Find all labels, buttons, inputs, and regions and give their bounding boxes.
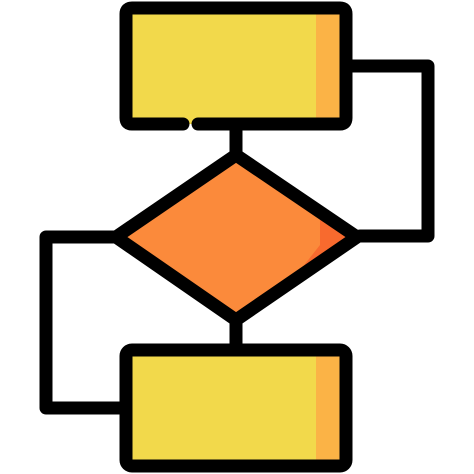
connector-right-loop [339,59,435,243]
process-box-bottom-outline [119,343,353,473]
connector-left-loop [39,230,133,415]
process-box-bottom [119,343,353,473]
process-box-top-fill [126,8,346,124]
decision-diamond [109,148,364,327]
process-box-bottom-fill [126,350,346,466]
decision-diamond-shade [236,212,357,320]
process-box-top-outline [119,1,353,131]
decision-diamond-outline [109,148,364,327]
process-box-top [119,1,353,131]
